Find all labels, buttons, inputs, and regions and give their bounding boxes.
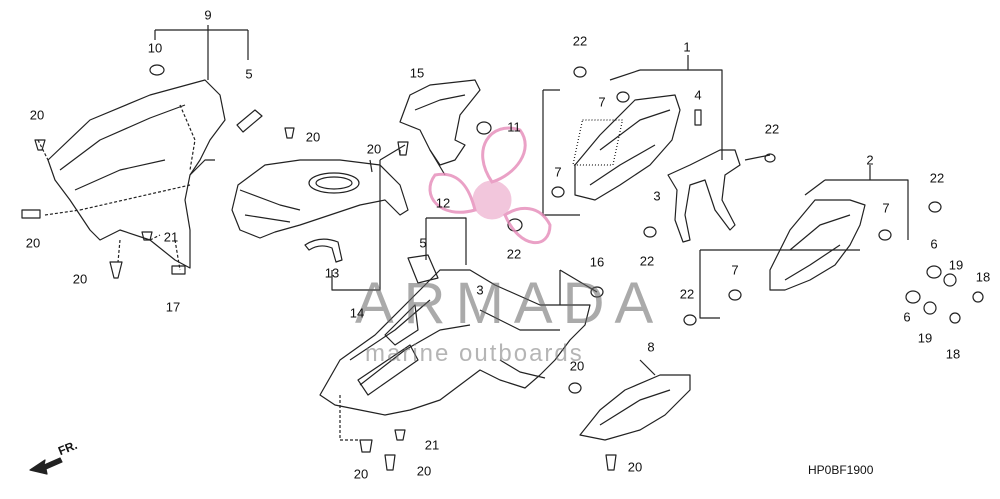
- front-arrow: [29, 457, 63, 475]
- bolt-17: [171, 265, 186, 275]
- grommet-6-a: [926, 265, 942, 279]
- pin-4: [694, 109, 702, 126]
- callout-22: 22: [679, 286, 695, 302]
- fuel-cap-opening: [308, 172, 360, 194]
- callout-20: 20: [627, 459, 643, 475]
- callout-5: 5: [245, 66, 253, 82]
- clip-21-b: [394, 429, 406, 441]
- callout-11: 11: [507, 119, 521, 135]
- washer-7-a: [616, 91, 630, 103]
- grommet-6-b: [905, 290, 921, 304]
- bolt-22-e: [928, 201, 942, 213]
- callout-6: 6: [903, 309, 911, 325]
- callout-6: 6: [930, 236, 938, 252]
- diagram-code: HP0BF1900: [808, 463, 874, 477]
- callout-20: 20: [366, 141, 382, 157]
- part-1-heat-shield: [574, 94, 681, 201]
- callout-19: 19: [917, 330, 933, 346]
- callout-21: 21: [163, 229, 179, 245]
- callout-20: 20: [416, 463, 432, 479]
- callout-3: 3: [653, 188, 661, 204]
- fastener-11: [476, 121, 492, 135]
- callout-3: 3: [476, 282, 484, 298]
- washer-7-d: [728, 289, 742, 301]
- callout-20: 20: [29, 107, 45, 123]
- callout-20: 20: [353, 466, 369, 482]
- callout-2: 2: [866, 152, 874, 168]
- clip-20-d: [284, 127, 295, 139]
- callout-18: 18: [945, 346, 961, 362]
- fastener-16: [590, 286, 604, 298]
- watermark-brand: ARMADA: [355, 271, 664, 336]
- washer-7-c: [878, 229, 892, 241]
- bolt-22-f: [683, 314, 697, 326]
- part-3-bracket: [667, 149, 741, 243]
- trim-5-b: [407, 254, 439, 284]
- callout-16: 16: [589, 254, 605, 270]
- clip-20-a: [34, 139, 46, 151]
- bolt-18-a: [972, 291, 984, 303]
- callout-7: 7: [598, 94, 606, 110]
- callout-7: 7: [731, 262, 739, 278]
- clip-20-c: [109, 261, 123, 279]
- watermark-tagline: marine outboards: [365, 340, 584, 367]
- clip-21-a: [141, 231, 153, 241]
- callout-4: 4: [694, 87, 702, 103]
- callout-1: 1: [683, 39, 691, 55]
- clip-20-f: [568, 382, 582, 394]
- trim-5: [236, 109, 263, 133]
- bolt-22-d: [643, 226, 657, 238]
- callout-22: 22: [572, 33, 588, 49]
- callout-19: 19: [948, 257, 964, 273]
- callout-10: 10: [147, 40, 163, 56]
- bolt-22-a: [573, 66, 587, 78]
- part-15-bracket: [399, 79, 481, 166]
- part-8-panel: [579, 374, 691, 441]
- honda-decal: [357, 344, 419, 396]
- washer-7-b: [551, 186, 565, 198]
- callout-22: 22: [929, 170, 945, 186]
- callout-22: 22: [764, 121, 780, 137]
- callout-20: 20: [72, 271, 88, 287]
- callout-15: 15: [409, 65, 425, 81]
- callout-8: 8: [647, 339, 655, 355]
- part-13-strip: [304, 238, 343, 263]
- bolt-22-c: [764, 153, 776, 163]
- callout-12: 12: [435, 195, 451, 211]
- callout-22: 22: [506, 246, 522, 262]
- fastener-10: [149, 64, 165, 76]
- hatched-panel-1: [572, 119, 624, 166]
- callout-20: 20: [305, 129, 321, 145]
- part-2-heat-shield: [769, 199, 866, 291]
- callout-14: 14: [349, 305, 365, 321]
- callout-18: 18: [975, 269, 991, 285]
- callout-9: 9: [204, 7, 212, 23]
- callout-20: 20: [25, 235, 41, 251]
- clip-20-g: [605, 454, 617, 471]
- callout-7: 7: [882, 200, 890, 216]
- clip-20-h: [359, 439, 373, 453]
- watermark-propeller: [428, 126, 552, 244]
- callout-22: 22: [639, 253, 655, 269]
- callout-21: 21: [424, 437, 440, 453]
- clip-20-i: [384, 454, 396, 471]
- callout-7: 7: [554, 164, 562, 180]
- collar-19-a: [943, 273, 957, 287]
- callout-17: 17: [165, 299, 181, 315]
- part-9-side-cover: [47, 79, 226, 269]
- tank-cover: [231, 159, 409, 239]
- callout-5: 5: [419, 235, 427, 251]
- callout-13: 13: [324, 265, 340, 281]
- clip-20-b: [21, 209, 41, 219]
- clip-20-e: [397, 141, 409, 156]
- bolt-18-b: [949, 312, 961, 324]
- callout-20: 20: [569, 358, 585, 374]
- collar-19-b: [923, 301, 937, 315]
